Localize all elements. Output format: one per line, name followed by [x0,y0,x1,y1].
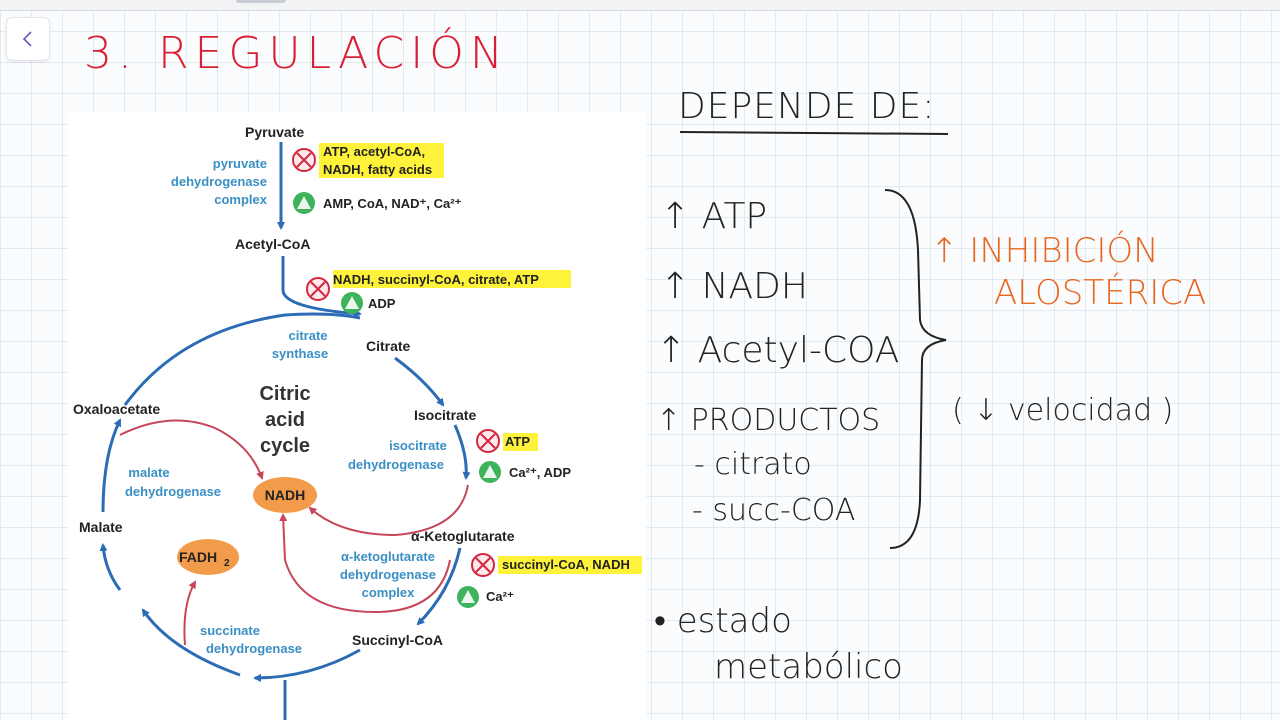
akgdh-enzyme-line3: complex [362,585,416,600]
nadh-blob [253,477,317,513]
cs-enzyme-line2: synthase [272,346,328,361]
pyruvate-label: Pyruvate [245,124,304,140]
note-item-nadh: ↑ NADH [660,266,808,307]
isocitrate-to-akg-arrow [453,424,471,480]
akgdh-inhibitors: succinyl-CoA, NADH [502,557,630,572]
cs-inhibitor-icon [306,277,330,301]
pdh-activators: AMP, CoA, NAD⁺, Ca²⁺ [323,196,462,211]
acetylcoa-to-citrate-arrow [281,256,362,318]
idh-activators: Ca²⁺, ADP [509,465,571,480]
pdh-enzyme-line2: dehydrogenase [171,174,267,189]
note-item-productos: ↑ PRODUCTOS [656,403,880,438]
bullet-line2: metabólico [714,647,903,687]
pdh-inhibitors-line1: ATP, acetyl-CoA, [323,144,425,159]
idh-inhibitor-highlight [503,433,538,451]
idh-inhibitor-icon [476,429,500,453]
pdh-inhibitor-icon [292,148,316,172]
cs-inhibitor-highlight [333,270,571,288]
akgdh-enzyme-line1: α-ketoglutarate [341,549,435,564]
effect-line1: ↑ INHIBICIÓN [930,230,1159,271]
succinate-to-fumarate-arrow [141,608,241,677]
fadh2-subscript: 2 [224,558,230,569]
sdh-to-fadh2-arrow [183,580,196,646]
page-title: 3. REGULACIÓN [84,28,509,79]
succinylcoa-label: Succinyl-CoA [352,632,443,648]
cycle-label-line1: Citric [259,383,310,405]
drag-handle[interactable] [236,0,286,3]
idh-enzyme-line2: dehydrogenase [348,457,444,472]
top-bar [0,0,1280,11]
idh-enzyme-line1: isocitrate [389,438,447,453]
succinylcoa-to-succinate-arrow [253,648,361,682]
fadh2-blob [177,539,239,575]
cs-enzyme-line1: citrate [288,328,327,343]
akgdh-to-nadh-arrow [279,513,451,614]
cs-activators: ADP [368,296,396,311]
akgdh-inhibitor-icon [471,553,495,577]
akgdh-inhibitor-highlight [498,556,642,574]
malate-to-oxaloacetate-arrow [101,418,122,513]
note-subitem-succcoa: - succ-COA [692,493,855,528]
acetylcoa-label: Acetyl-CoA [235,236,310,252]
pdh-inhibitor-highlight [319,143,444,178]
curly-brace [884,189,947,549]
fumarate-to-malate-arrow [99,543,122,591]
akg-to-succinylcoa-arrow [416,547,462,626]
idh-activator-icon [479,461,501,483]
akgdh-activators: Ca²⁺ [486,589,514,604]
nadh-label: NADH [265,487,305,503]
idh-inhibitors: ATP [505,434,530,449]
sdh-enzyme-line1: succinate [200,623,260,638]
cs-activator-icon [341,292,363,314]
sdh-enzyme-line2: dehydrogenase [206,641,302,656]
note-subitem-citrato: - citrato [694,447,812,482]
heading-underline [679,131,949,135]
citrate-to-isocitrate-arrow [394,356,445,407]
pdh-inhibitors-line2: NADH, fatty acids [323,162,432,177]
idh-to-nadh-arrow [308,484,469,537]
figure-panel [68,112,646,720]
effect-line2: ALOSTÉRICA [994,272,1206,313]
cycle-arc-top-left [123,312,361,406]
akgdh-enzyme-line2: dehydrogenase [340,567,436,582]
oxaloacetate-label: Oxaloacetate [73,401,160,417]
fadh2-label: FADH [179,549,217,565]
chevron-left-icon [22,31,32,47]
bullet-line1: • estado [654,601,792,641]
back-button[interactable] [6,17,50,61]
citrate-label: Citrate [366,338,411,354]
velocity-note: ( ↓ velocidad ) [952,393,1173,428]
akgdh-activator-icon [457,586,479,608]
notes-heading: DEPENDE DE: [678,86,935,127]
akg-label: α-Ketoglutarate [411,528,515,544]
pdh-enzyme-line3: complex [214,192,268,207]
isocitrate-label: Isocitrate [414,407,476,423]
malate-label: Malate [79,519,123,535]
cs-inhibitors: NADH, succinyl-CoA, citrate, ATP [333,272,539,287]
cycle-label-line3: cycle [260,435,310,457]
pdh-activator-icon [293,192,315,214]
mdh-to-nadh-arrow [119,419,264,480]
mdh-enzyme-line2: dehydrogenase [125,484,221,499]
note-item-atp: ↑ ATP [660,196,767,237]
cycle-label-line2: acid [265,409,305,431]
note-item-acetylcoa: ↑ Acetyl-COA [656,330,899,371]
pdh-enzyme-line1: pyruvate [213,156,267,171]
mdh-enzyme-line1: malate [128,465,169,480]
